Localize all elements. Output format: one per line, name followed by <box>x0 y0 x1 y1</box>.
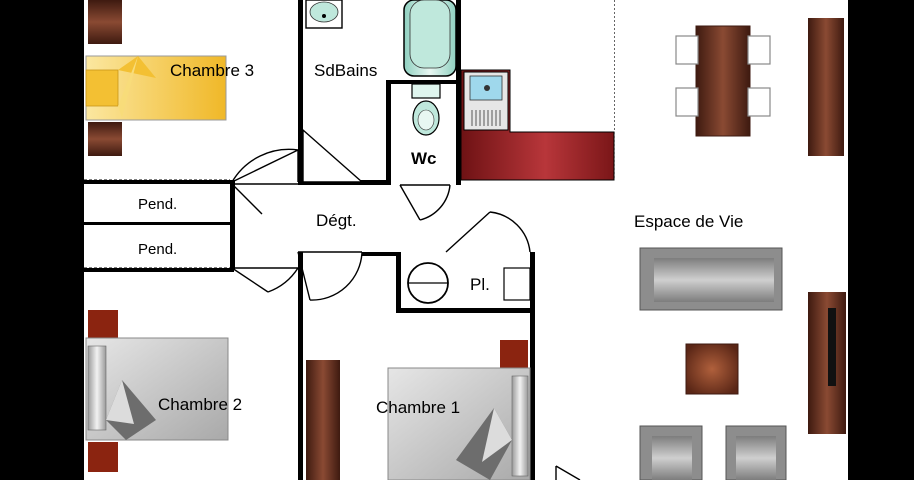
room-label-chambre-1: Chambre 1 <box>376 398 460 417</box>
bathtub-icon <box>403 0 457 77</box>
dining-table <box>695 25 751 137</box>
tv-unit <box>808 292 846 434</box>
room-label-chambre-2: Chambre 2 <box>158 395 242 414</box>
armchair <box>725 425 787 480</box>
water-heater <box>407 262 449 304</box>
sideboard <box>808 18 844 156</box>
room-label-pend-1: Pend. <box>138 196 177 213</box>
sink-icon <box>305 0 343 29</box>
placard-shelf <box>503 267 531 301</box>
bedside-table <box>88 122 122 156</box>
door-swings <box>231 0 609 480</box>
bedside-table <box>88 310 118 338</box>
room-label-chambre-3: Chambre 3 <box>170 61 254 80</box>
room-label-pend-2: Pend. <box>138 241 177 258</box>
bedside-table <box>88 0 122 44</box>
exterior-wall-right <box>848 0 856 480</box>
bed-chambre-1 <box>387 367 531 480</box>
dining-chair <box>675 35 771 117</box>
armchair <box>639 425 703 480</box>
exterior-wall-left <box>76 0 84 480</box>
sofa <box>639 247 783 311</box>
room-label-sdbains: SdBains <box>314 61 377 80</box>
room-label-placard: Pl. <box>470 275 490 294</box>
toilet-icon <box>411 83 441 136</box>
bed-chambre-3 <box>85 55 227 121</box>
wardrobe <box>306 360 340 480</box>
coffee-table <box>685 343 739 395</box>
bed-chambre-2 <box>85 337 229 441</box>
room-label-degt: Dégt. <box>316 211 357 230</box>
bedside-table <box>500 340 528 370</box>
washing-machine-icon <box>463 71 509 131</box>
bedside-table <box>88 442 118 472</box>
room-label-espace-de-vie: Espace de Vie <box>634 212 743 231</box>
room-label-wc: Wc <box>411 149 437 168</box>
